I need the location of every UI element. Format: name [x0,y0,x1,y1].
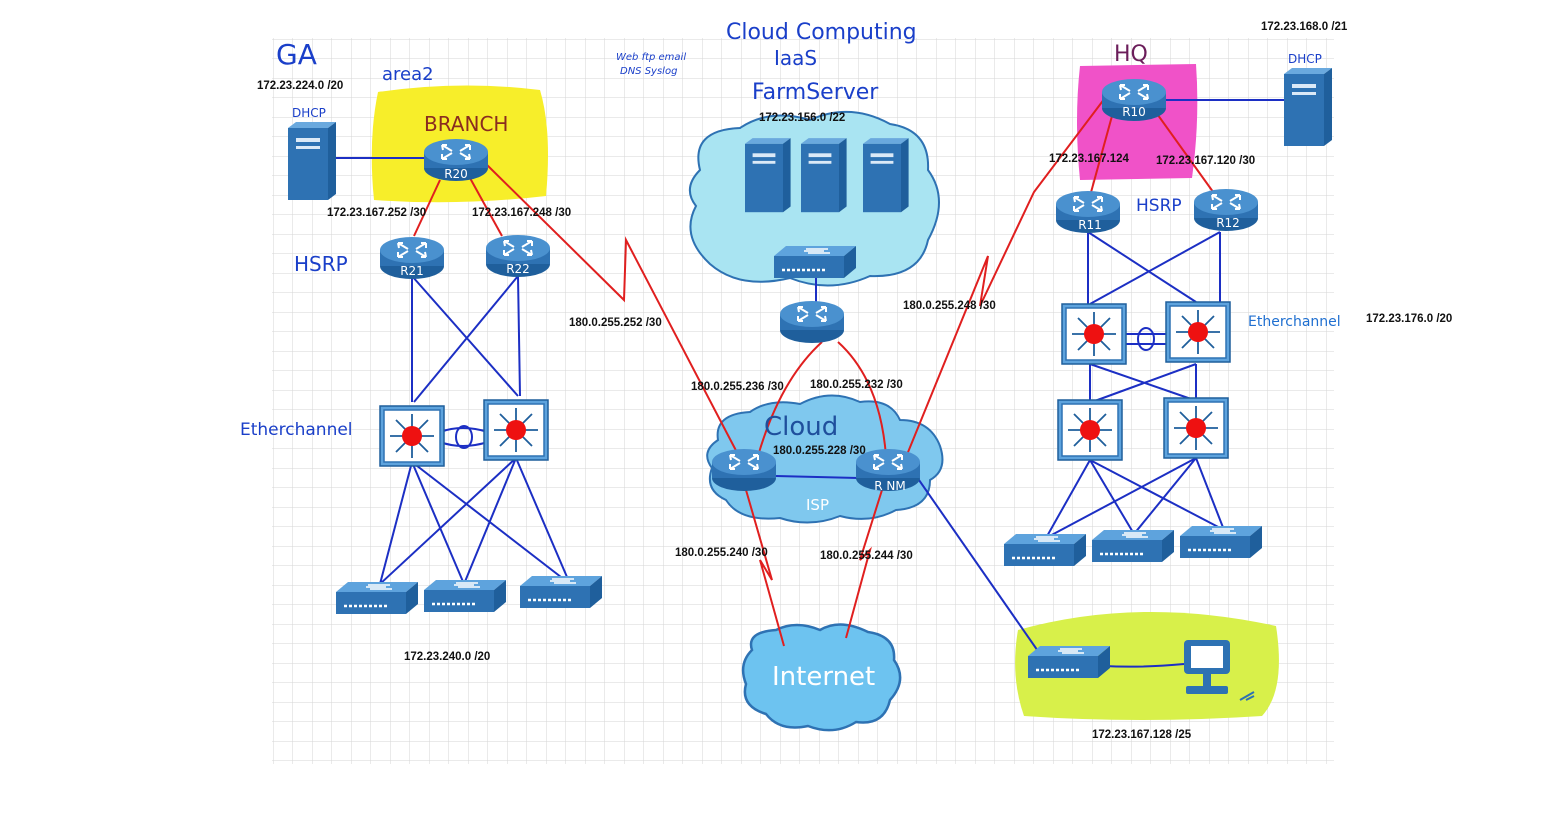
access-switch-hq-1[interactable] [1002,532,1088,568]
subnet-wan-left-top: 180.0.255.252 /30 [569,317,662,329]
services-line2: DNS Syslog [620,66,678,77]
ga-title: GA [276,38,317,71]
router-r20-label: R20 [444,167,468,181]
iaas-title: IaaS [774,46,818,70]
farm-switch[interactable] [772,244,858,280]
access-switch-nm[interactable] [1026,644,1112,680]
router-r10-label: R10 [1122,105,1146,119]
subnet-hq-r11: 172.23.167.124 [1049,153,1129,165]
subnet-branch-r21: 172.23.167.252 /30 [327,207,427,219]
etherchannel-left-label: Etherchannel [240,420,353,440]
subnet-hq-dhcp: 172.23.168.0 /21 [1261,21,1348,33]
internet-cloud [741,623,902,732]
dhcp-server-left[interactable] [288,122,336,200]
cloud-computing-title: Cloud Computing [726,20,917,45]
hsrp-left-label: HSRP [294,252,348,276]
subnet-isp-link: 180.0.255.228 /30 [773,445,866,457]
subnet-branch-r22: 172.23.167.248 /30 [472,207,572,219]
router-isp-left[interactable] [711,448,777,492]
subnet-wan-farm-left: 180.0.255.236 /30 [691,381,784,393]
hq-title: HQ [1114,42,1148,67]
hsrp-right-label: HSRP [1136,196,1182,216]
etherchannel-right-label: Etherchannel [1248,314,1341,330]
subnet-internet-right: 180.0.255.244 /30 [820,550,913,562]
subnet-nm-lan: 172.23.167.128 /25 [1092,729,1192,741]
area2-title: area2 [382,64,434,85]
farm-gateway-router[interactable] [779,300,845,344]
access-switch-hq-3[interactable] [1178,524,1264,560]
router-r22-label: R22 [506,262,530,276]
services-line1: Web ftp email [616,52,687,63]
l3-switch-hq-1[interactable] [1061,303,1127,365]
l3-switch-ga-2[interactable] [483,399,549,461]
subnet-internet-left: 180.0.255.240 /30 [675,547,768,559]
access-switch-ga-3[interactable] [518,574,604,610]
subnet-wan-right-top: 180.0.255.248 /30 [903,300,996,312]
farm-server-3[interactable] [863,138,909,213]
farm-server-1[interactable] [745,138,791,213]
access-switch-ga-2[interactable] [422,578,508,614]
l3-switch-hq-4[interactable] [1163,397,1229,459]
subnet-hq-lan: 172.23.176.0 /20 [1366,313,1453,325]
cloud-title: Cloud [764,412,839,442]
subnet-ga-dhcp: 172.23.224.0 /20 [257,80,344,92]
farm-server-2[interactable] [801,138,847,213]
ethernet-links [332,99,1286,668]
l3-switch-hq-3[interactable] [1057,399,1123,461]
branch-title: BRANCH [424,112,509,136]
dhcp-server-right[interactable] [1284,68,1332,146]
l3-switch-hq-2[interactable] [1165,301,1231,363]
subnet-wan-farm-right: 180.0.255.232 /30 [810,379,903,391]
router-r21-label: R21 [400,264,424,278]
isp-label: ISP [806,496,829,514]
farm-server-title: FarmServer [752,80,879,105]
etherchannel-left-ring [455,425,473,449]
subnet-hq-r12: 172.23.167.120 /30 [1156,155,1256,167]
pc-icon[interactable] [1184,640,1255,701]
dhcp-left-label: DHCP [292,106,326,120]
l3-switch-ga-1[interactable] [379,405,445,467]
serial-links [413,93,1217,647]
subnet-farm: 172.23.156.0 /22 [759,112,846,124]
dhcp-right-label: DHCP [1288,52,1322,66]
internet-label: Internet [772,662,876,692]
router-r11-label: R11 [1078,218,1102,232]
etherchannel-right-ring [1137,327,1155,351]
access-switch-ga-1[interactable] [334,580,420,616]
router-rnm-label: R NM [874,479,905,493]
subnet-ga-lan: 172.23.240.0 /20 [404,651,491,663]
router-labels: R20 R21 R22 R10 R11 R12 R NM [400,105,1240,493]
access-switch-hq-2[interactable] [1090,528,1176,564]
router-r12-label: R12 [1216,216,1240,230]
